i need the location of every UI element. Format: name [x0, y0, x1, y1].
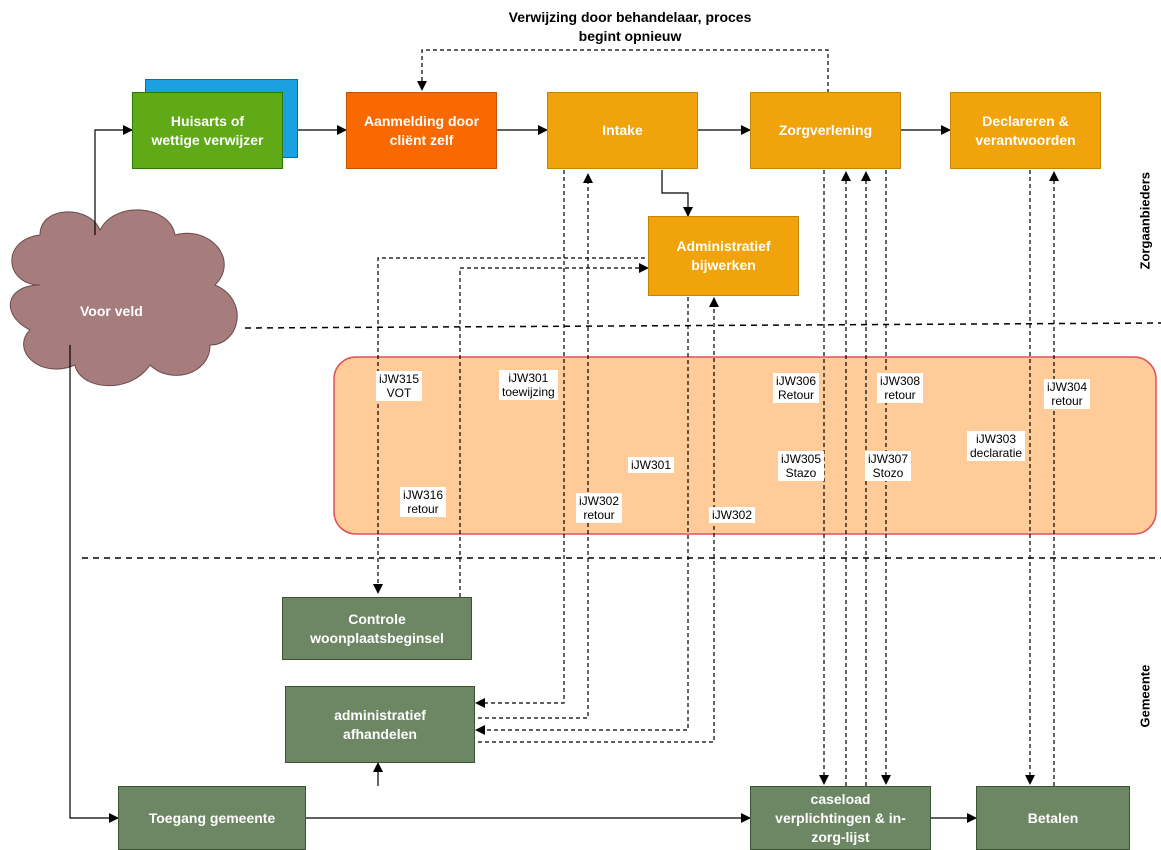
- msg-ijw315: iJW315 VOT: [376, 371, 423, 401]
- msg-ijw301-toewijzing: iJW301 toewijzing: [499, 370, 558, 400]
- flow-ijw315: [373, 257, 645, 594]
- msg-ijw302-retour: iJW302 retour: [576, 493, 623, 523]
- msg-ijw306: iJW306 Retour: [773, 373, 820, 403]
- lane-label-zorgaanbieders: Zorgaanbieders: [1137, 171, 1153, 270]
- flow-ijw301: [475, 297, 689, 735]
- node-declareren[interactable]: Declareren & verantwoorden: [950, 92, 1101, 169]
- node-controle[interactable]: Controle woonplaatsbeginsel: [282, 597, 472, 660]
- node-zorgverlening[interactable]: Zorgverlening: [750, 92, 901, 169]
- msg-ijw307: iJW307 Stozo: [865, 451, 912, 481]
- voor-veld-cloud: [9, 209, 238, 387]
- node-intake[interactable]: Intake: [547, 92, 698, 169]
- flow-ijw302-retour: [478, 173, 593, 719]
- node-caseload[interactable]: caseload verplichtingen & in- zorg-lijst: [750, 786, 931, 850]
- flow-cloud-to-toegang: [69, 345, 119, 823]
- lane-label-gemeente: Gemeente: [1137, 664, 1153, 728]
- node-aanmelding[interactable]: Aanmelding door cliënt zelf: [346, 92, 497, 169]
- node-administratief-bijwerken[interactable]: Administratief bijwerken: [648, 216, 799, 296]
- flow-referral-restart: [417, 49, 829, 93]
- node-toegang[interactable]: Toegang gemeente: [118, 786, 306, 850]
- msg-ijw301: iJW301: [628, 457, 675, 473]
- msg-ijw305: iJW305 Stazo: [778, 451, 825, 481]
- node-huisarts[interactable]: Huisarts of wettige verwijzer: [132, 92, 283, 169]
- msg-ijw302: iJW302: [709, 507, 756, 523]
- flow-ijw316: [459, 263, 649, 597]
- flow-cloud-to-huisarts: [94, 125, 133, 235]
- msg-ijw316: iJW316 retour: [400, 487, 447, 517]
- lane-divider-top: [244, 322, 1161, 329]
- node-betalen[interactable]: Betalen: [976, 786, 1130, 850]
- node-administratief-afhandelen[interactable]: administratief afhandelen: [285, 686, 475, 763]
- flow-ijw302: [478, 297, 719, 743]
- voor-veld-label: Voor veld: [80, 303, 143, 319]
- flow-ijw301-toewijzing: [475, 170, 565, 708]
- message-band: [333, 356, 1157, 535]
- msg-ijw304: iJW304 retour: [1044, 379, 1091, 409]
- msg-ijw303: iJW303 declaratie: [967, 431, 1026, 461]
- top-note: Verwijzing door behandelaar, proces begi…: [508, 9, 752, 44]
- msg-ijw308: iJW308 retour: [877, 373, 924, 403]
- flow-intake-to-admin: [661, 170, 693, 217]
